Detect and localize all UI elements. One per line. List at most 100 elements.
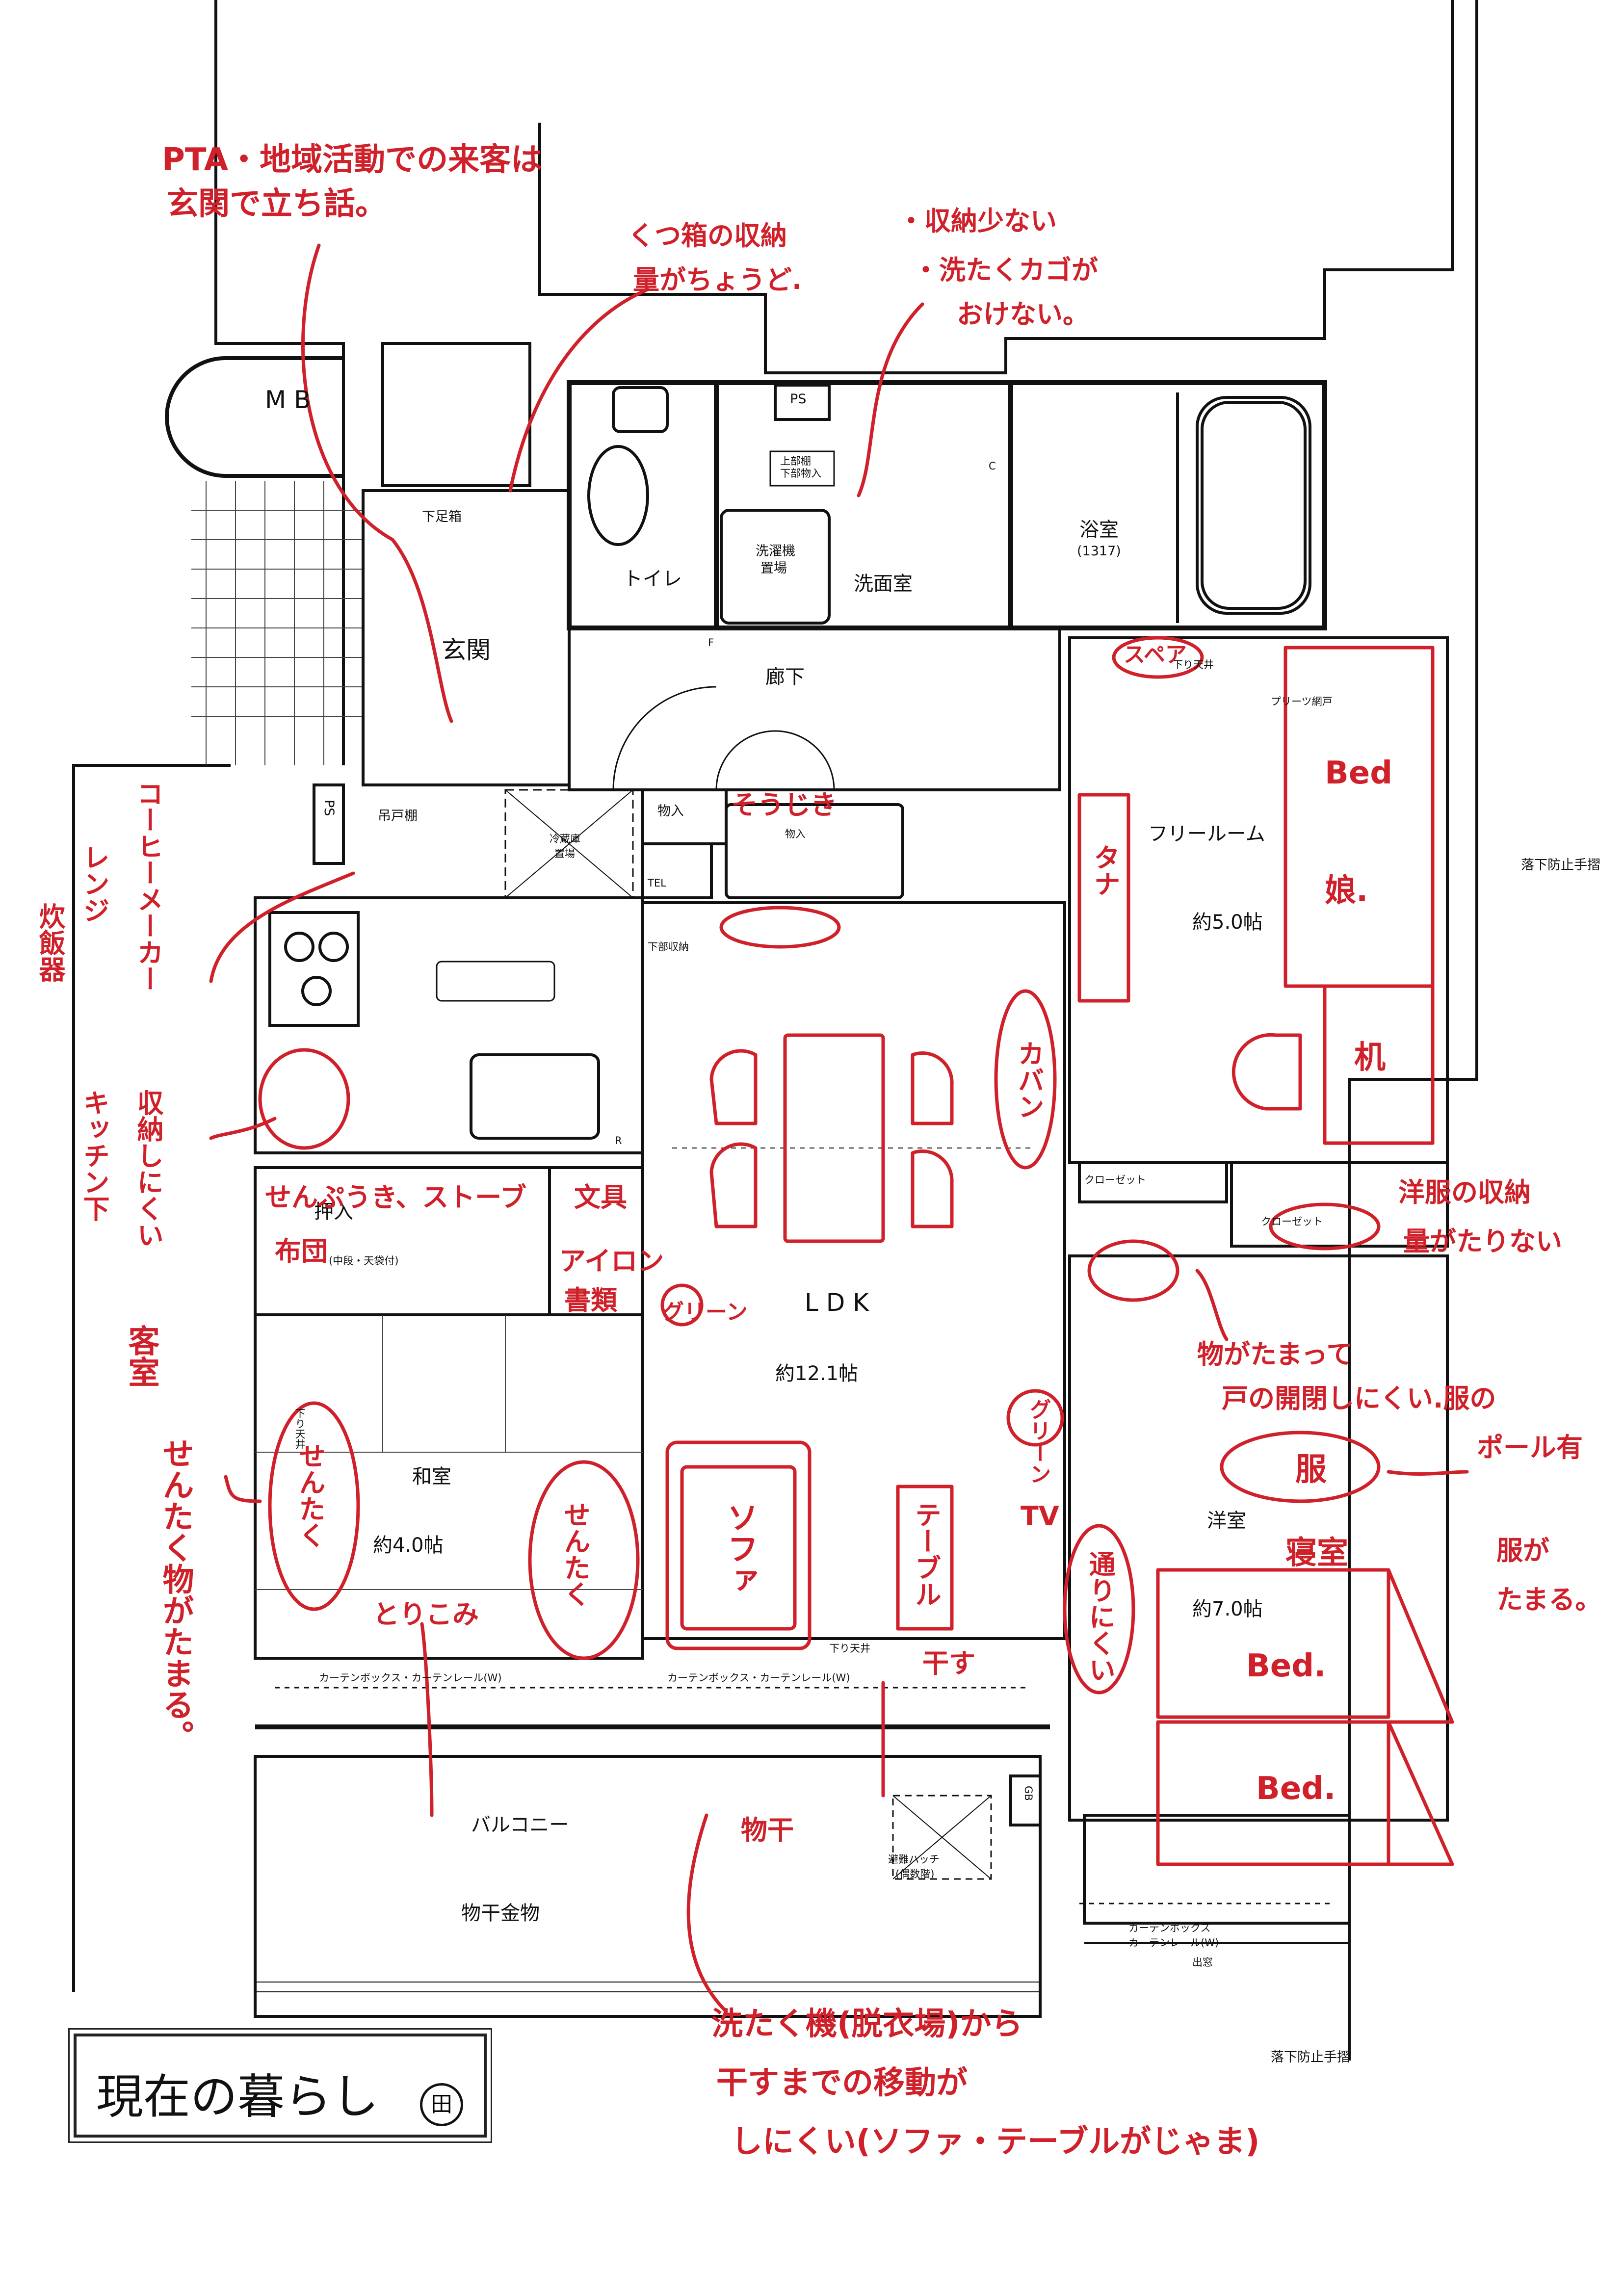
note-hosu: 干す <box>922 1648 975 1679</box>
note-clothes-acc-2: たまる。 <box>1496 1584 1602 1615</box>
title-box: 現在の暮らし 田 <box>68 2028 492 2143</box>
oshiire-detail-label: (中段・天袋付) <box>329 1255 399 1267</box>
title-mark: 田 <box>420 2083 463 2126</box>
lower-storage-label: 下部物入 <box>780 468 821 479</box>
fridge-label: 冷蔵庫 <box>550 833 580 845</box>
note-girl: 娘. <box>1325 873 1368 909</box>
dining-table <box>783 1033 885 1243</box>
corridor-label: 廊下 <box>765 666 805 688</box>
washer-label: 洗濯機 <box>756 544 795 559</box>
note-kitchen-storage: 収納しにくい <box>132 1089 164 1248</box>
curtain-label-3: カーテンボックス <box>1128 1922 1211 1934</box>
bed-youshitsu-2 <box>1156 1720 1390 1866</box>
note-green: グリーン <box>662 1300 748 1325</box>
note-washroom-3: おけない。 <box>957 299 1089 330</box>
note-table: テーブル <box>910 1501 942 1607</box>
note-desk: 机 <box>1354 1040 1386 1076</box>
hanging-shelf-label: 吊戸棚 <box>378 809 418 824</box>
note-senta-1: せんたく <box>294 1442 326 1548</box>
pleats-screen-label: プリーツ網戸 <box>1271 696 1333 707</box>
note-tv: TV <box>1021 1501 1059 1532</box>
note-souji: そうじき <box>731 789 837 820</box>
fall-guard-label-2: 落下防止手摺 <box>1271 2050 1350 2065</box>
storage-label-1: 物入 <box>657 804 684 819</box>
bath-size-label: (1317) <box>1077 544 1121 559</box>
note-pta-1: PTA・地域活動での来客は <box>162 142 543 178</box>
corridor <box>568 626 1061 791</box>
curtain-label-1: カーテンボックス・カーテンレール(W) <box>319 1672 502 1684</box>
ceiling-drop-label: 下り天井 <box>1173 659 1214 671</box>
laundry-pole-label: 物干金物 <box>461 1902 540 1925</box>
note-laundry-accumulates: せんたく物がたまる。 <box>157 1437 194 1751</box>
note-kitchen-under: キッチン下 <box>79 1089 110 1222</box>
note-clothes-acc-1: 服が <box>1496 1535 1549 1566</box>
fridge-label-2: 置場 <box>554 848 575 860</box>
note-bed-2: Bed. <box>1246 1648 1326 1684</box>
ldk-size: 約12.1帖 <box>775 1362 859 1385</box>
ps-label-1: PS <box>790 391 807 407</box>
mb-shaft <box>165 356 343 478</box>
balcony-label: バルコニー <box>471 1814 569 1836</box>
note-bed-3: Bed. <box>1256 1771 1336 1807</box>
bathroom-room <box>1008 380 1327 630</box>
washitsu-label: 和室 <box>412 1465 451 1488</box>
note-toriko: とりこみ <box>373 1599 479 1630</box>
curtain-label-2: カーテンボックス・カーテンレール(W) <box>667 1672 850 1684</box>
note-narrow: 通りにくい <box>1084 1550 1116 1683</box>
note-door-2: 戸の開閉しにくい.服の <box>1222 1383 1496 1414</box>
sofa <box>665 1440 812 1650</box>
ldk-label: L D K <box>805 1288 869 1317</box>
entrance-label: 玄関 <box>442 636 491 664</box>
note-spare: スペア <box>1124 642 1187 667</box>
note-cooker: 炊飯器 <box>34 903 66 982</box>
note-coffee: コーヒーメーカー <box>132 780 164 992</box>
note-bottom-2: 干すまでの移動が <box>716 2065 968 2101</box>
oshiire-label: 押入 <box>314 1200 353 1223</box>
note-pta-2: 玄関で立ち話。 <box>167 186 387 222</box>
fall-guard-label-1: 落下防止手摺 <box>1521 858 1600 873</box>
note-washroom-1: ・収納少ない <box>898 206 1057 236</box>
free-room-size: 約5.0帖 <box>1192 911 1263 934</box>
gb-label: GB <box>1022 1786 1034 1801</box>
note-green-2: グリーン <box>1025 1398 1051 1485</box>
storage-label-2: 物入 <box>785 828 806 840</box>
washer-label-2: 置場 <box>760 561 787 576</box>
evac-hatch-label: 避難ハッチ <box>888 1853 940 1865</box>
note-bag: カバン <box>1013 1040 1045 1120</box>
note-stationery-1: 文具 <box>574 1182 627 1213</box>
title-text: 現在の暮らし <box>96 2069 379 2124</box>
mb-label: M B <box>265 386 311 414</box>
outer-wall-top <box>538 0 1454 374</box>
note-oshiire-1: せんぷうき、ストーブ <box>265 1182 526 1213</box>
lower-storage-label-2: 下部収納 <box>648 941 689 953</box>
note-stationery-3: 書類 <box>564 1285 617 1316</box>
youshitsu-size: 約7.0帖 <box>1192 1598 1263 1620</box>
note-senta-2: せんたく <box>559 1501 591 1607</box>
ps-column <box>313 783 345 865</box>
toilet-room <box>567 380 719 630</box>
r-mark: R <box>615 1135 622 1147</box>
note-monohoshi: 物干 <box>741 1815 794 1846</box>
outer-wall-top-right <box>1348 0 1478 2061</box>
note-door-1: 物がたまって <box>1197 1339 1353 1370</box>
bathroom-label: 浴室 <box>1079 519 1119 541</box>
washroom-label: 洗面室 <box>854 573 913 595</box>
c-mark: C <box>989 460 996 472</box>
bed-youshitsu-1 <box>1156 1568 1390 1719</box>
upper-shelf-label: 上部棚 <box>780 455 811 467</box>
bay-window-label: 出窓 <box>1192 1957 1213 1968</box>
note-clothes: 服 <box>1295 1452 1327 1488</box>
note-tana: タナ <box>1089 844 1121 897</box>
outer-wall-mb <box>214 0 345 765</box>
note-clothes-closet-1: 洋服の収納 <box>1398 1177 1531 1208</box>
closet-label-2: クローゼット <box>1261 1216 1323 1227</box>
shoe-box-label: 下足箱 <box>422 509 462 524</box>
closet-label-1: クローゼット <box>1084 1174 1146 1186</box>
outer-wall-left <box>72 764 231 1992</box>
f-mark: F <box>708 637 714 649</box>
ps-label-2: PS <box>321 800 337 816</box>
free-room <box>1068 636 1449 1164</box>
ceiling-drop-label-3: 下り天井 <box>829 1643 870 1654</box>
note-guest-room: 客室 <box>123 1325 159 1387</box>
